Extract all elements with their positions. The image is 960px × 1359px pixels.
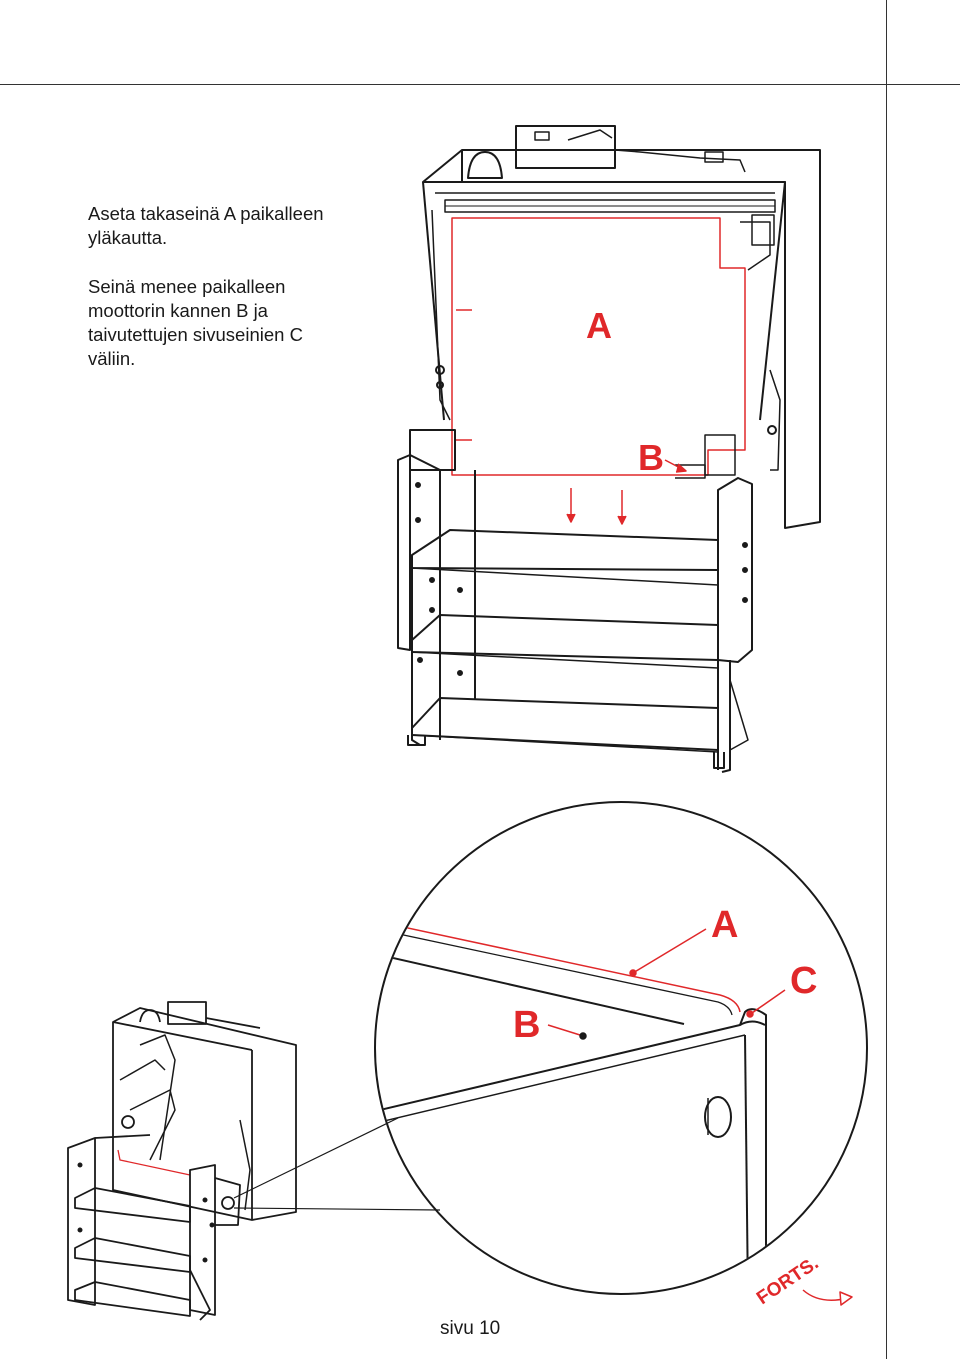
- overview-figure: [67, 1001, 297, 1321]
- motor-cable: [614, 149, 746, 173]
- page-number: sivu 10: [440, 1318, 501, 1339]
- overview-cabinet: [112, 1007, 297, 1221]
- left-bracket: [409, 429, 456, 471]
- continue-label: FORTS.: [753, 1253, 823, 1309]
- header-rule: [0, 84, 960, 85]
- label-motor-cover-b: B: [638, 437, 664, 478]
- detail-target-circle: [221, 1196, 235, 1210]
- detail-label-c: C: [790, 960, 817, 1002]
- detail-content: [379, 921, 767, 1293]
- insertion-arrows: [456, 309, 687, 525]
- detail-zoom-circle: [374, 801, 868, 1295]
- label-wall-a: A: [586, 305, 612, 346]
- instruction-text: Aseta takaseinä A paikalleen yläkautta. …: [88, 202, 388, 396]
- left-side-wall: [397, 454, 411, 651]
- main-figure: [397, 125, 821, 773]
- zoom-leader-top: [233, 1117, 399, 1199]
- detail-leaders: [547, 928, 786, 1040]
- detail-label-b: B: [513, 1004, 540, 1046]
- shelf-1: [411, 529, 719, 571]
- continue-arrow: [802, 1289, 853, 1306]
- shelf-2: [411, 614, 719, 661]
- margin-rule: [886, 0, 887, 1359]
- motor-box: [515, 125, 616, 169]
- cabinet-front-edge: [423, 181, 786, 528]
- instruction-paragraph-1: Aseta takaseinä A paikalleen yläkautta.: [88, 203, 324, 248]
- zoom-leader-bottom: [233, 1207, 441, 1211]
- back-wall-a: [451, 217, 746, 476]
- cabinet-outer: [422, 149, 821, 529]
- detail-label-a: A: [711, 904, 738, 946]
- shelf-3: [411, 697, 719, 751]
- instruction-paragraph-2: Seinä menee paikalleen moottorin kannen …: [88, 276, 303, 369]
- dome-light: [467, 151, 503, 179]
- motor-cover-b: [704, 434, 736, 476]
